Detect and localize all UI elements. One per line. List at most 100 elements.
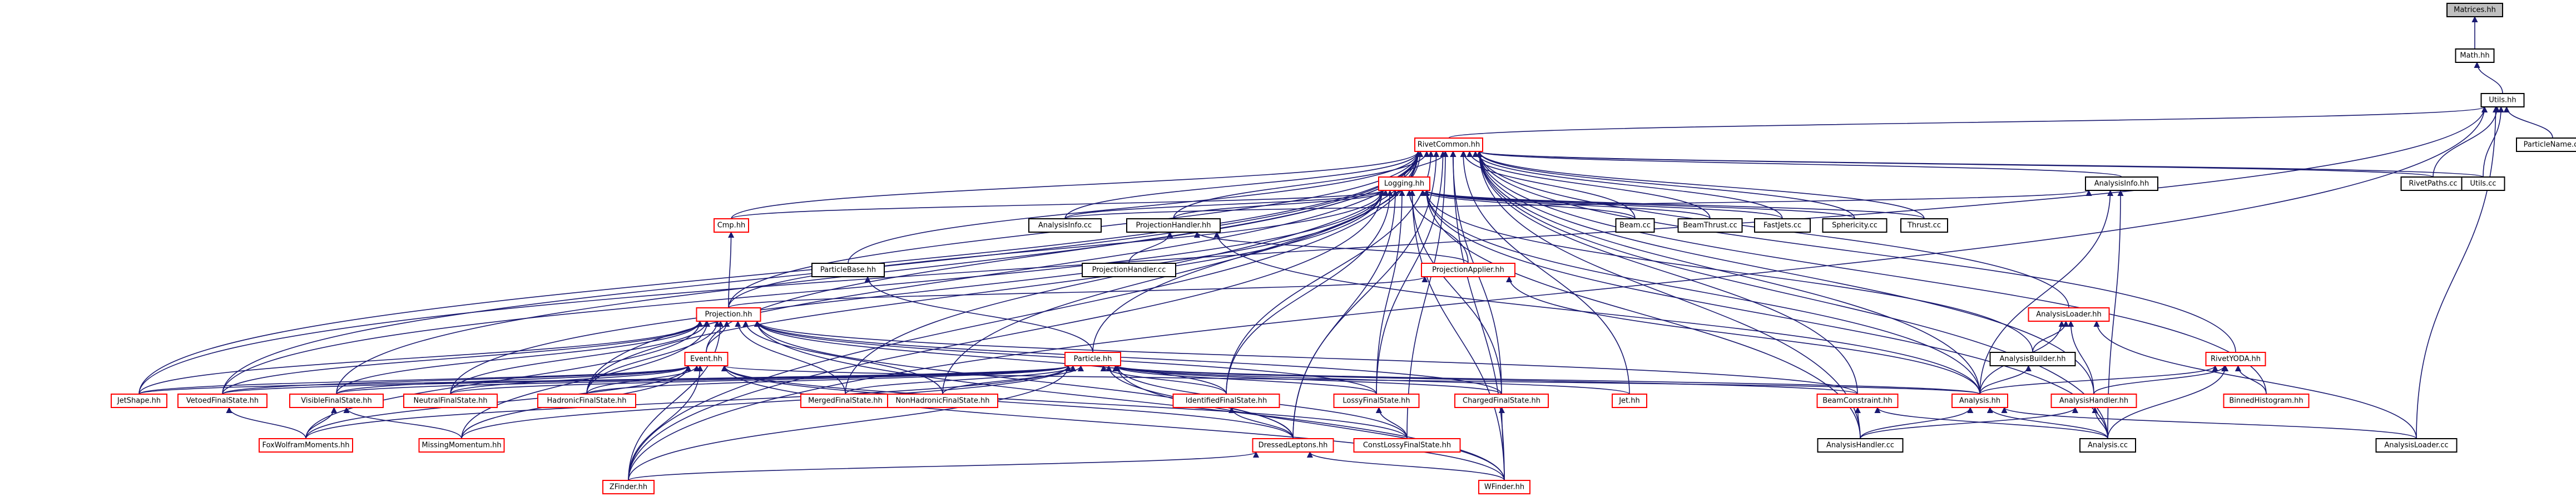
edge-analysisloadercc-to-utils bbox=[2416, 106, 2499, 439]
node-jetshape[interactable]: JetShape.hh bbox=[111, 394, 167, 408]
node-label: LossyFinalState.hh bbox=[1343, 397, 1410, 405]
edge-analysishandlercc-to-logging bbox=[1423, 189, 1861, 439]
edge-zfinder-to-utils bbox=[628, 106, 2488, 481]
node-box bbox=[1817, 438, 1904, 453]
edge-utilscc-to-rivetcommon bbox=[1477, 150, 2484, 178]
node-vetoedfinalstate[interactable]: VetoedFinalState.hh bbox=[177, 394, 267, 408]
node-box bbox=[1951, 394, 2008, 408]
node-projectionhandler[interactable]: ProjectionHandler.hh bbox=[1126, 218, 1221, 233]
edge-visiblefinalstate-to-event bbox=[336, 365, 691, 395]
node-label: Event.hh bbox=[690, 355, 722, 364]
node-label: Thrust.cc bbox=[1907, 222, 1941, 230]
edge-identifiedfinalstate-to-particle bbox=[1100, 365, 1227, 395]
edge-neutralfinalstate-to-event bbox=[450, 365, 691, 395]
node-label: Cmp.hh bbox=[717, 222, 746, 230]
node-analysisinfo[interactable]: AnalysisInfo.hh bbox=[2085, 176, 2158, 191]
node-identifiedfinalstate[interactable]: IdentifiedFinalState.hh bbox=[1172, 394, 1280, 408]
node-visiblefinalstate[interactable]: VisibleFinalState.hh bbox=[289, 394, 384, 408]
node-label: Utils.cc bbox=[2470, 180, 2496, 188]
node-cmp[interactable]: Cmp.hh bbox=[714, 218, 749, 233]
node-box bbox=[696, 307, 761, 322]
node-utils[interactable]: Utils.hh bbox=[2480, 93, 2525, 107]
node-missingmomentum[interactable]: MissingMomentum.hh bbox=[418, 438, 505, 453]
file-nodes: Matrices.hhMath.hhUtils.hhParticleName.c… bbox=[111, 3, 2576, 494]
node-fastjets[interactable]: FastJets.cc bbox=[1754, 218, 1811, 233]
edge-constlossyfinalstate-to-lossyfinalstate bbox=[1375, 406, 1408, 439]
node-analysisinfocc[interactable]: AnalysisInfo.cc bbox=[1028, 218, 1102, 233]
node-dressedleptons[interactable]: DressedLeptons.hh bbox=[1252, 438, 1334, 453]
node-neutralfinalstate[interactable]: NeutralFinalState.hh bbox=[403, 394, 498, 408]
edge-neutralfinalstate-to-particle bbox=[450, 365, 1072, 395]
node-foxwolframmoments[interactable]: FoxWolframMoments.hh bbox=[259, 438, 353, 453]
node-box bbox=[289, 394, 384, 408]
node-hadronicfinalstate[interactable]: HadronicFinalState.hh bbox=[537, 394, 636, 408]
node-box bbox=[1126, 218, 1221, 233]
node-rivetcommon[interactable]: RivetCommon.hh bbox=[1414, 137, 1483, 152]
node-mergedfinalstate[interactable]: MergedFinalState.hh bbox=[800, 394, 890, 408]
edge-projection-to-projectionapplier bbox=[728, 276, 1428, 308]
edge-zfinder-to-rivetcommon bbox=[628, 150, 1421, 481]
node-box bbox=[1822, 218, 1888, 233]
node-analysishandlercc[interactable]: AnalysisHandler.cc bbox=[1817, 438, 1904, 453]
node-matrices[interactable]: Matrices.hh bbox=[2446, 3, 2503, 17]
node-analysis[interactable]: Analysis.hh bbox=[1951, 394, 2008, 408]
node-label: Jet.hh bbox=[1618, 397, 1640, 405]
node-rivetyoda[interactable]: RivetYODA.hh bbox=[2205, 352, 2266, 366]
node-label: ProjectionHandler.hh bbox=[1136, 222, 1211, 230]
edge-projection-to-cmp bbox=[727, 231, 735, 308]
node-projection[interactable]: Projection.hh bbox=[696, 307, 761, 322]
node-chargedfinalstate[interactable]: ChargedFinalState.hh bbox=[1454, 394, 1549, 408]
node-zfinder[interactable]: ZFinder.hh bbox=[602, 480, 655, 494]
edge-analysis-to-rivetcommon bbox=[1476, 150, 1980, 395]
node-label: Matrices.hh bbox=[2454, 6, 2496, 14]
node-wfinder[interactable]: WFinder.hh bbox=[1478, 480, 1530, 494]
node-lossyfinalstate[interactable]: LossyFinalState.hh bbox=[1333, 394, 1420, 408]
node-box bbox=[1028, 218, 1102, 233]
node-analysisbuilder[interactable]: AnalysisBuilder.hh bbox=[1989, 352, 2076, 366]
node-particlebase[interactable]: ParticleBase.hh bbox=[811, 263, 885, 277]
node-label: FastJets.cc bbox=[1763, 222, 1801, 230]
node-beamconstraint[interactable]: BeamConstraint.hh bbox=[1816, 394, 1899, 408]
node-binnedhistogram[interactable]: BinnedHistogram.hh bbox=[2223, 394, 2310, 408]
node-math[interactable]: Math.hh bbox=[2455, 48, 2495, 63]
node-analysishandler[interactable]: AnalysisHandler.hh bbox=[2050, 394, 2137, 408]
edge-sphericity-to-logging bbox=[1423, 189, 1855, 219]
node-particlename[interactable]: ParticleName.cc bbox=[2516, 137, 2576, 152]
edge-analysisbuilder-to-logging bbox=[1423, 189, 2033, 353]
edge-nonhadronicfinalstate-to-projection bbox=[742, 320, 943, 395]
node-projectionhandlercc[interactable]: ProjectionHandler.cc bbox=[1082, 263, 1176, 277]
edge-beamconstraint-to-rivetcommon bbox=[1476, 150, 1858, 395]
node-beam[interactable]: Beam.cc bbox=[1615, 218, 1655, 233]
edge-constlossyfinalstate-to-rivetcommon bbox=[1406, 150, 1449, 439]
node-thrust[interactable]: Thrust.cc bbox=[1900, 218, 1948, 233]
node-box bbox=[811, 263, 885, 277]
node-event[interactable]: Event.hh bbox=[684, 352, 729, 366]
node-constlossyfinalstate[interactable]: ConstLossyFinalState.hh bbox=[1353, 438, 1461, 453]
edge-analysishandlercc-to-analysis bbox=[1860, 406, 1974, 439]
node-box bbox=[2480, 93, 2525, 107]
node-particle[interactable]: Particle.hh bbox=[1064, 352, 1121, 366]
node-analysiscc[interactable]: Analysis.cc bbox=[2079, 438, 2136, 453]
node-box bbox=[800, 394, 890, 408]
node-projectionapplier[interactable]: ProjectionApplier.hh bbox=[1421, 263, 1515, 277]
node-label: AnalysisBuilder.hh bbox=[2000, 355, 2066, 364]
node-analysisloadercc[interactable]: AnalysisLoader.cc bbox=[2375, 438, 2458, 453]
node-beamthrust[interactable]: BeamThrust.cc bbox=[1677, 218, 1743, 233]
node-analysisloader[interactable]: AnalysisLoader.hh bbox=[2028, 307, 2110, 322]
node-utilscc[interactable]: Utils.cc bbox=[2461, 176, 2505, 191]
node-box bbox=[2205, 352, 2266, 366]
edge-analysis-to-analysisbuilder bbox=[1979, 365, 2032, 395]
edge-missingmomentum-to-particle bbox=[461, 365, 1072, 439]
node-label: AnalysisLoader.cc bbox=[2384, 441, 2448, 450]
node-rivetpaths[interactable]: RivetPaths.cc bbox=[2400, 176, 2466, 191]
edge-binnedhistogram-to-rivetcommon bbox=[1476, 150, 2267, 395]
node-sphericity[interactable]: Sphericity.cc bbox=[1822, 218, 1888, 233]
node-box bbox=[1900, 218, 1948, 233]
node-box bbox=[2079, 438, 2136, 453]
node-nonhadronicfinalstate[interactable]: NonHadronicFinalState.hh bbox=[887, 394, 998, 408]
edge-thrust-to-logging bbox=[1423, 189, 1925, 219]
edge-analysishandler-to-analysisloader bbox=[2068, 320, 2094, 395]
node-logging[interactable]: Logging.hh bbox=[1378, 176, 1430, 191]
node-label: MissingMomentum.hh bbox=[422, 441, 501, 450]
node-jet[interactable]: Jet.hh bbox=[1612, 394, 1647, 408]
